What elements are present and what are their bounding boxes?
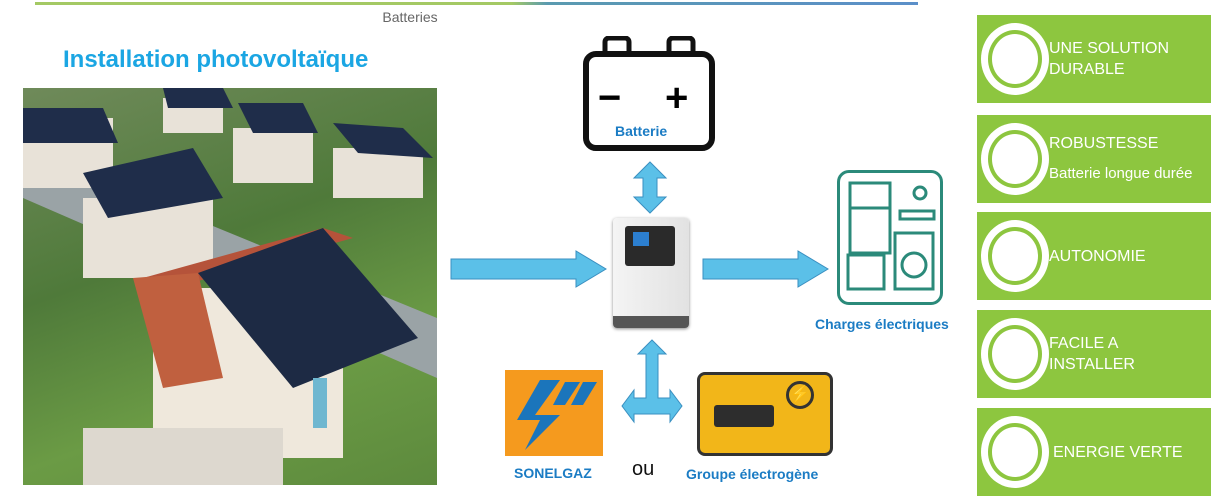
feature-autonomie: AUTONOMIE <box>977 212 1211 300</box>
feature-installer: FACILE A INSTALLER <box>977 310 1211 398</box>
recycle-leaf-icon <box>981 23 1049 95</box>
loads-label: Charges électriques <box>815 316 949 332</box>
feature-robustesse: ROBUSTESSE Batterie longue durée <box>977 115 1211 203</box>
appliances-icon <box>837 170 943 305</box>
battery-plus: + <box>665 76 689 120</box>
battery-inverter-arrow <box>632 161 668 214</box>
header-divider <box>35 2 918 5</box>
solar-houses-photo <box>23 88 437 485</box>
generator-label: Groupe électrogène <box>686 466 819 482</box>
feature-text: ENERGIE VERTE <box>1053 443 1183 461</box>
feature-text: FACILE A <box>1049 335 1119 352</box>
feature-text: UNE SOLUTION <box>1049 40 1170 57</box>
feature-text: INSTALLER <box>1049 356 1135 373</box>
bulb-leaf-icon <box>981 416 1049 488</box>
inverter-to-loads-arrow <box>702 250 829 288</box>
plug-leaf-icon <box>981 220 1049 292</box>
grid-label: SONELGAZ <box>514 465 592 481</box>
battery-minus: − <box>598 76 622 120</box>
feature-text: DURABLE <box>1049 61 1125 78</box>
feature-durable: UNE SOLUTION DURABLE <box>977 15 1211 103</box>
inverter-source-arrow <box>621 339 683 424</box>
battery-leaf-icon <box>981 123 1049 195</box>
or-label: ou <box>632 458 655 480</box>
feature-text: ROBUSTESSE <box>1049 135 1159 152</box>
section-title: Installation photovoltaïque <box>63 46 369 73</box>
solar-to-inverter-arrow <box>450 250 607 288</box>
feature-text: AUTONOMIE <box>1049 247 1146 265</box>
inverter-image <box>613 218 689 328</box>
sonelgaz-logo <box>505 370 603 456</box>
feature-energie-verte: ENERGIE VERTE <box>977 408 1211 496</box>
battery-label: Batterie <box>615 123 668 139</box>
battery-icon <box>583 36 715 151</box>
feature-text: Batterie longue durée <box>1049 165 1193 182</box>
slide-subtitle: Batteries <box>382 9 438 25</box>
clock-icon <box>981 318 1049 390</box>
generator-image: ⚡ <box>697 372 833 456</box>
